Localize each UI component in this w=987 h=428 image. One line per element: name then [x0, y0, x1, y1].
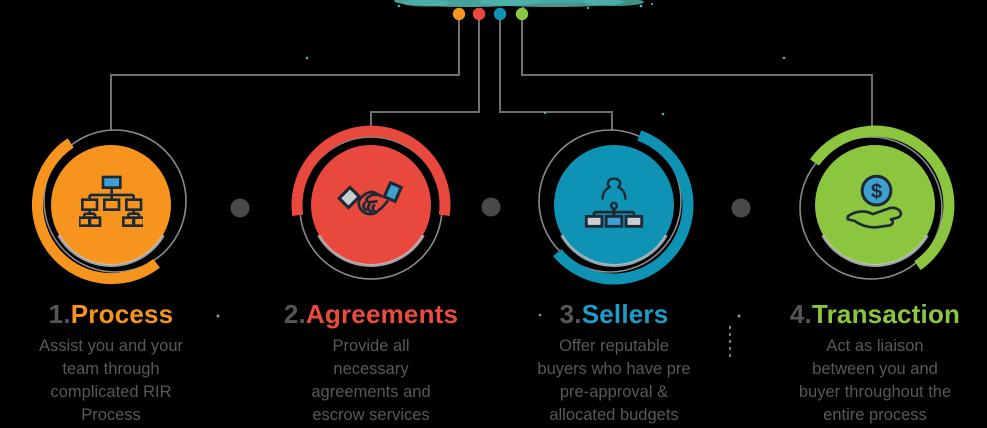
- step-sellers: 3.Sellers Offer reputable buyers who hav…: [494, 120, 734, 427]
- description-line: Offer reputable: [559, 337, 669, 355]
- agreements-disc: [311, 145, 431, 265]
- description-line: pre-approval &: [559, 383, 669, 401]
- sellers-circle: [538, 129, 694, 285]
- step-title-text: Agreements: [305, 299, 459, 329]
- dollar-symbol: $: [871, 181, 883, 203]
- step-title-text: Sellers: [581, 299, 669, 329]
- org-chart-icon: [79, 175, 143, 227]
- step-process: 1.Process Assist you and your team throu…: [0, 120, 231, 427]
- description-line: allocated budgets: [549, 406, 679, 424]
- description-line: team through: [62, 360, 160, 378]
- connector-line-process: [110, 19, 460, 131]
- description-line: Act as liaison: [826, 337, 924, 355]
- step-number: 2.: [283, 299, 306, 329]
- hand-dollar-icon: $: [846, 174, 903, 229]
- step-description: Act as liaison between you and buyer thr…: [755, 335, 987, 427]
- separator-dot-icon: [731, 198, 751, 218]
- connector-line-agreements: [370, 19, 480, 127]
- step-title: 1.Process: [0, 300, 231, 328]
- step-number: 3.: [559, 299, 582, 329]
- anchor-dot-transaction: [515, 7, 529, 21]
- description-line: buyer throughout the: [798, 383, 952, 401]
- step-title: 4.Transaction: [755, 300, 987, 328]
- separator-dot-icon: [481, 197, 501, 217]
- step-title: 3.Sellers: [494, 300, 734, 328]
- separator-dot-icon: [230, 198, 250, 218]
- anchor-dot-sellers: [493, 7, 507, 21]
- step-number: 4.: [789, 299, 812, 329]
- brush-stroke-icon: [394, 0, 654, 11]
- cutout-artifacts: [216, 56, 786, 359]
- connector-line-transaction: [521, 19, 873, 128]
- step-number: 1.: [48, 299, 71, 329]
- description-line: agreements and: [311, 383, 431, 401]
- anchor-dot-agreements: [472, 7, 486, 21]
- process-arc: [32, 138, 160, 285]
- description-line: Assist you and your: [39, 337, 183, 355]
- step-agreements: 2.Agreements Provide all necessary agree…: [251, 120, 491, 427]
- step-title-text: Transaction: [811, 299, 961, 329]
- open-hand: [846, 206, 903, 229]
- step-title-text: Process: [70, 299, 174, 329]
- buyer-network-icon: [584, 177, 644, 228]
- process-disc: [51, 145, 171, 265]
- description-line: Provide all: [332, 337, 410, 355]
- dollar-coin: [860, 174, 893, 207]
- agreements-arc: [291, 125, 451, 217]
- anchor-dot-process: [452, 7, 466, 21]
- step-description: Provide all necessary agreements and esc…: [251, 335, 491, 427]
- description-line: Process: [81, 406, 141, 424]
- transaction-arc: [809, 125, 955, 271]
- process-circle: [32, 129, 187, 285]
- description-line: between you and: [812, 360, 938, 378]
- sellers-arc: [553, 130, 694, 285]
- handshake-icon: [336, 181, 404, 216]
- description-line: necessary: [333, 360, 409, 378]
- description-line: escrow services: [312, 406, 430, 424]
- transaction-circle: $: [799, 125, 955, 280]
- step-description: Assist you and your team through complic…: [0, 335, 231, 427]
- connector-line-sellers: [499, 19, 613, 130]
- step-title: 2.Agreements: [251, 300, 491, 328]
- sellers-disc: [554, 145, 674, 265]
- step-description: Offer reputable buyers who have pre pre-…: [494, 335, 734, 427]
- agreements-circle: [291, 125, 451, 280]
- description-line: entire process: [823, 406, 927, 424]
- step-transaction: $ 4.Transaction Act as liaison between y…: [755, 120, 987, 427]
- description-line: buyers who have pre: [537, 360, 691, 378]
- description-line: complicated RIR: [50, 383, 172, 401]
